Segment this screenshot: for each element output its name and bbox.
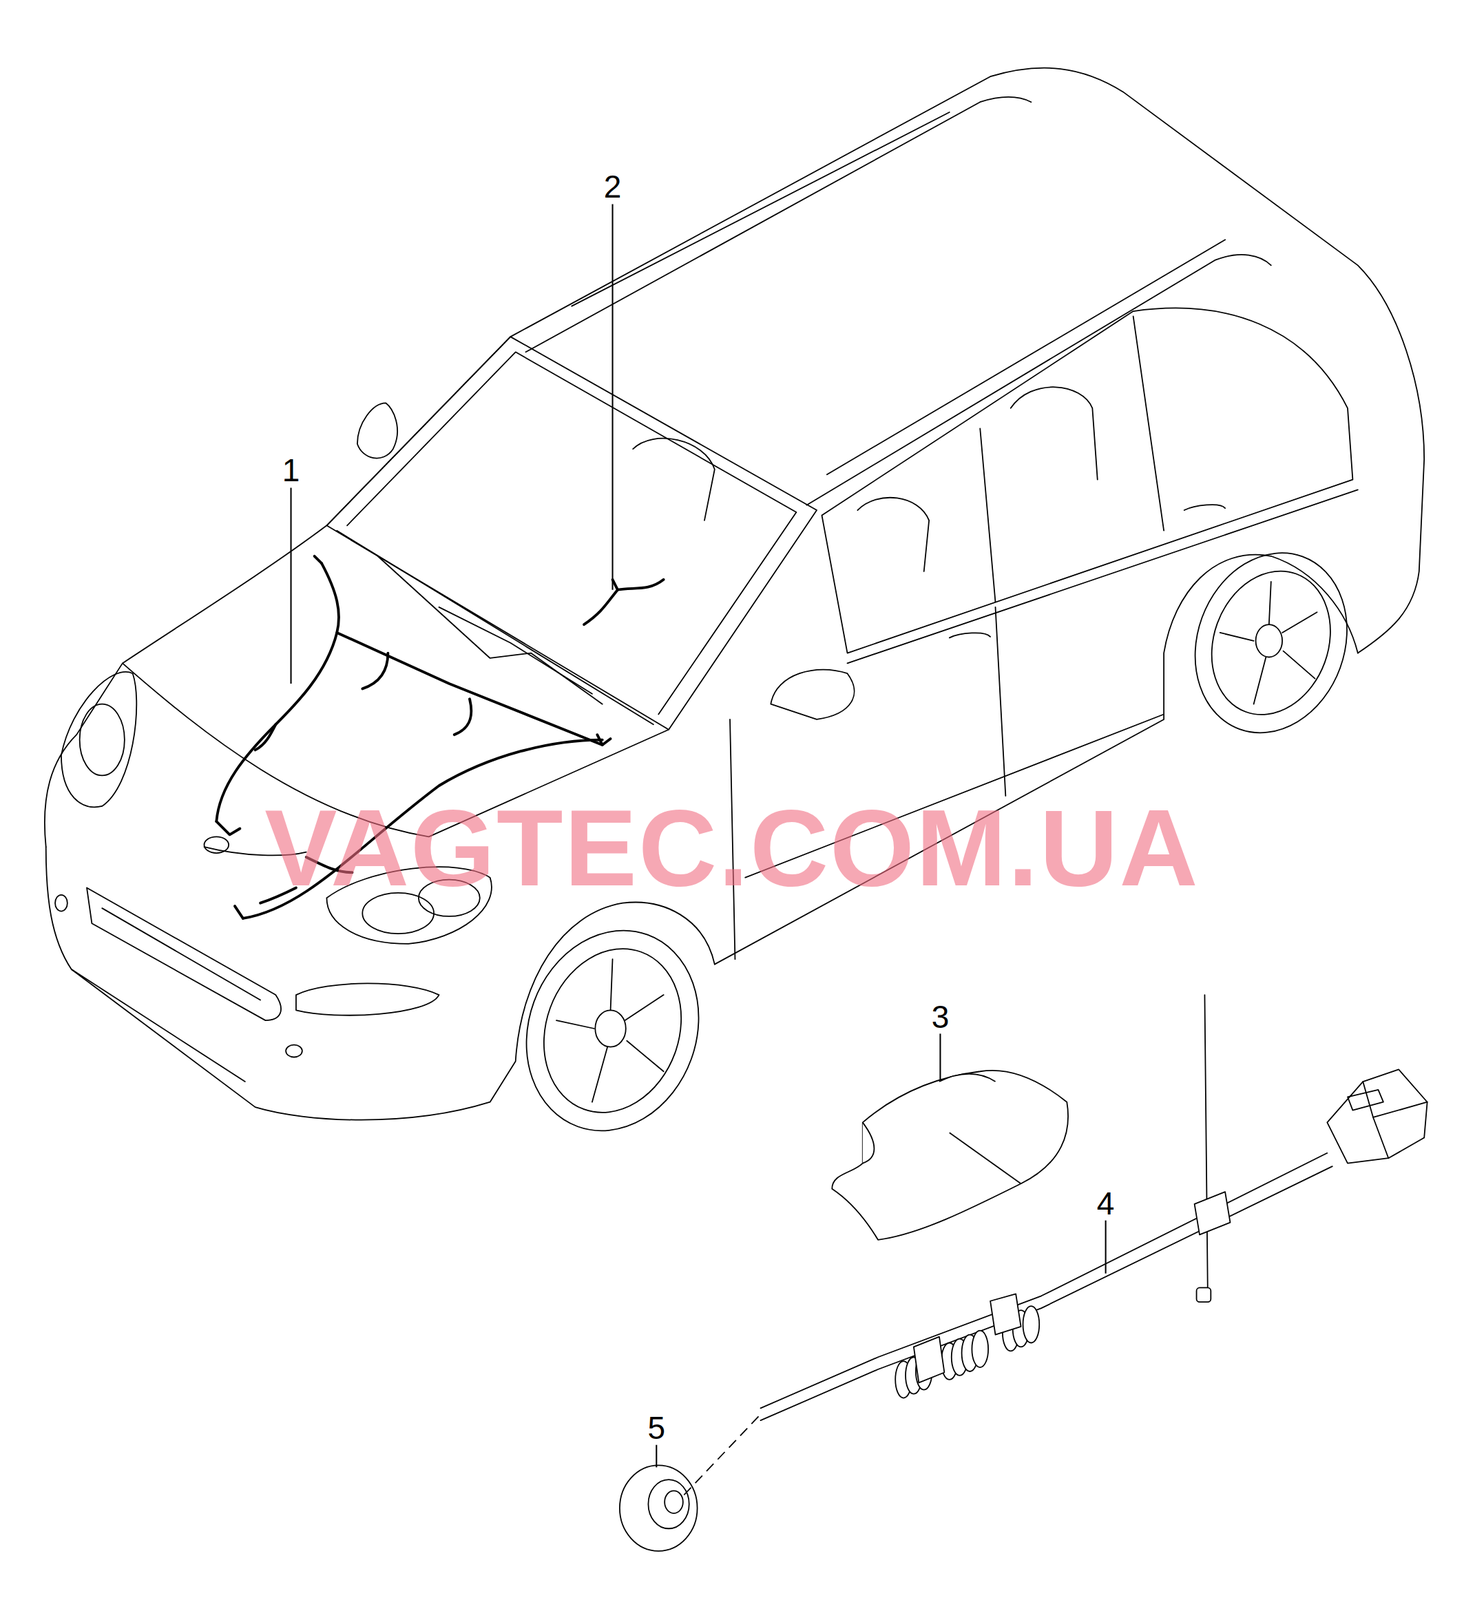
- callout-number: 5: [647, 1412, 666, 1445]
- callout-number: 4: [1096, 1187, 1115, 1220]
- callout-number: 3: [931, 1001, 950, 1033]
- callout-number: 2: [603, 170, 622, 203]
- callout-number: 1: [282, 454, 301, 487]
- watermark: VAGTEC.COM.UA: [264, 793, 1199, 903]
